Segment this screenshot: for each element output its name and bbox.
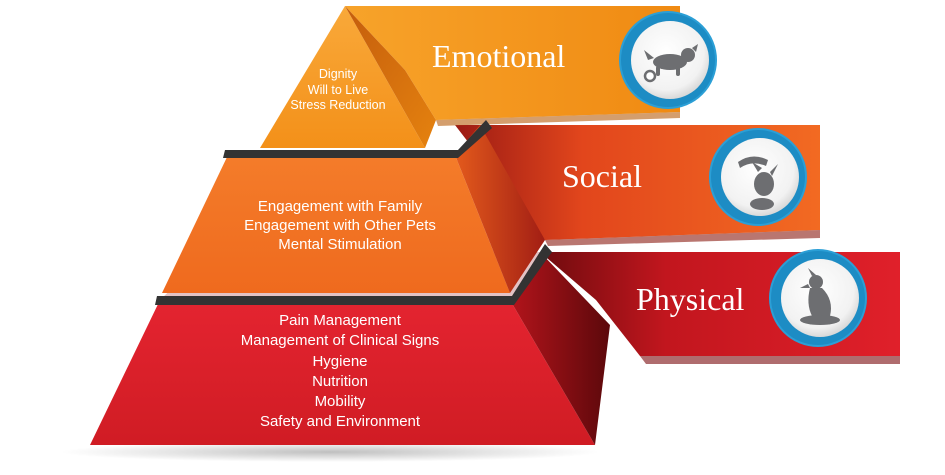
social-item: Engagement with Family xyxy=(257,198,423,215)
hand-petting-dog-icon xyxy=(738,156,778,210)
emotional-item: Dignity xyxy=(318,67,358,81)
emotional-band xyxy=(345,6,680,126)
emotional-item: Will to Live xyxy=(307,82,369,97)
social-item: Mental Stimulation xyxy=(278,236,402,253)
dog-sitting-on-cushion-icon xyxy=(800,268,840,325)
emotional-badge xyxy=(619,11,717,109)
tier-gap-lower xyxy=(155,244,552,305)
physical-badge xyxy=(769,249,867,347)
social-tier xyxy=(162,125,545,293)
ground-shadow xyxy=(60,442,600,462)
social-label: Social xyxy=(562,158,642,194)
emotional-items: Dignity Will to Live Stress Reduction xyxy=(258,67,418,114)
physical-item: Mobility xyxy=(314,393,366,411)
physical-label: Physical xyxy=(636,281,745,317)
physical-item: Nutrition xyxy=(312,372,368,390)
physical-items: Pain Management Management of Clinical S… xyxy=(190,311,490,433)
physical-item: Pain Management xyxy=(279,312,401,329)
social-item: Engagement with Other Pets xyxy=(244,217,436,234)
social-items: Engagement with Family Engagement with O… xyxy=(200,197,480,254)
physical-item: Hygiene xyxy=(312,352,368,370)
emotional-item: Stress Reduction xyxy=(290,98,386,112)
emotional-label: Emotional xyxy=(432,38,566,74)
emotional-tier xyxy=(260,6,436,148)
physical-item: Management of Clinical Signs xyxy=(240,332,440,350)
social-badge xyxy=(709,128,807,226)
physical-item: Safety and Environment xyxy=(259,413,421,431)
tier-gap-upper xyxy=(223,120,492,158)
dog-playing-ball-icon xyxy=(643,44,698,83)
